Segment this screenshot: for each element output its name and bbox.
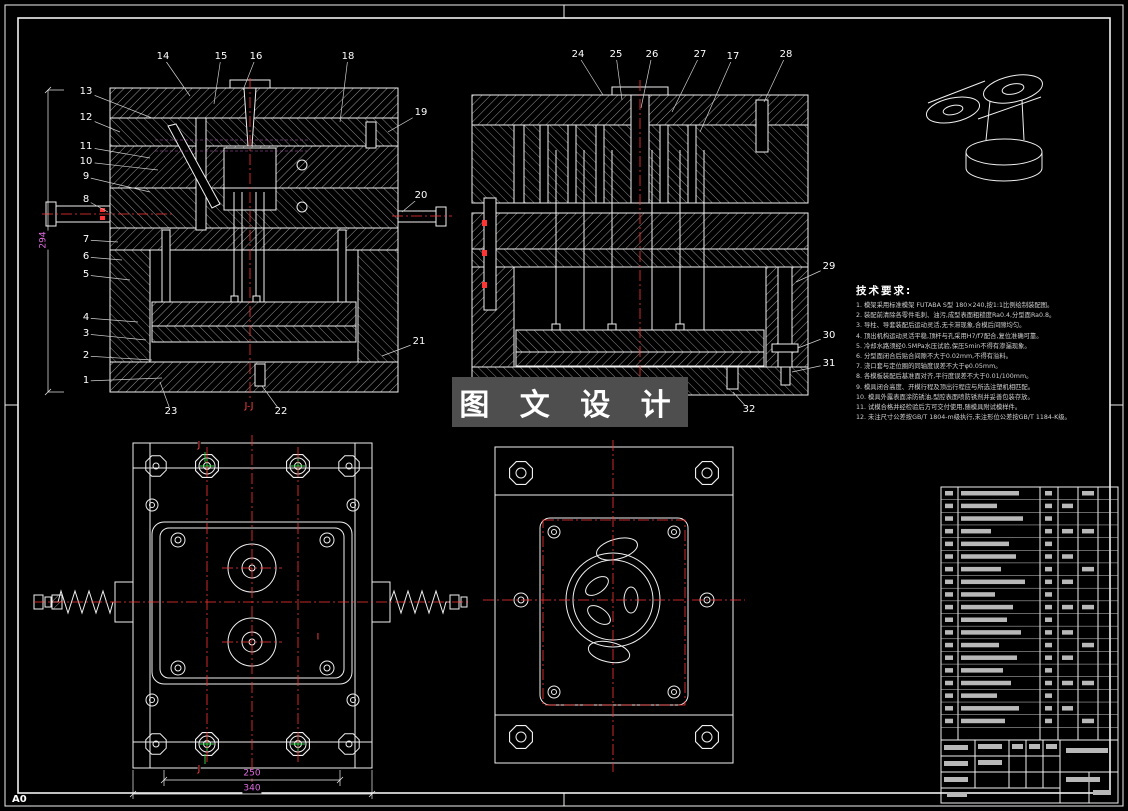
tech-requirement-item: 11. 试模合格并经检验后方可交付使用,随模具附试模样件。	[856, 403, 1022, 411]
title-block	[940, 486, 1119, 804]
isometric-part-view	[925, 74, 1043, 182]
plan-view-moving-half	[33, 435, 470, 799]
tech-requirement-item: 3. 导柱、导套装配后运动灵活,无卡滞现象,合模后间隙均匀。	[856, 322, 1026, 330]
tech-requirement-item: 8. 各模板装配后基准面对齐,平行度误差不大于0.01/100mm。	[856, 373, 1033, 381]
tech-requirement-item: 9. 模具闭合高度、开模行程及顶出行程应与所选注塑机相匹配。	[856, 383, 1035, 391]
side-section-view	[471, 80, 809, 412]
technical-requirements: 技术要求: 1. 模架采用标准模架 FUTABA S型 180×240,按1:1…	[856, 283, 1114, 423]
sheet-size-label: A0	[12, 794, 27, 805]
plan-view-fixed-half	[483, 440, 745, 772]
front-section-view	[42, 78, 452, 400]
tech-requirement-item: 6. 分型面闭合后贴合间隙不大于0.02mm,不得有溢料。	[856, 352, 1012, 360]
technical-requirements-title: 技术要求:	[856, 285, 913, 297]
bom-rows	[941, 491, 1118, 797]
tech-requirement-item: 2. 装配前清除各零件毛刺、油污,成型表面粗糙度Ra0.4,分型面Ra0.8。	[856, 312, 1056, 320]
watermark: 图 文 设 计	[452, 377, 688, 427]
tech-requirement-item: 1. 模架采用标准模架 FUTABA S型 180×240,按1:1比例绘制装配…	[856, 302, 1054, 309]
technical-requirements-list: 1. 模架采用标准模架 FUTABA S型 180×240,按1:1比例绘制装配…	[856, 301, 1114, 423]
tech-requirement-item: 12. 未注尺寸公差按GB/T 1804-m级执行,未注形位公差按GB/T 11…	[856, 414, 1071, 422]
tech-requirement-item: 4. 顶出机构运动灵活平稳,顶杆与孔采用H7/f7配合,复位准确可靠。	[856, 332, 1043, 340]
tech-requirement-item: 7. 浇口套与定位圈的同轴度误差不大于φ0.05mm。	[856, 363, 1002, 371]
drawing-frame	[4, 4, 1124, 807]
tech-requirement-item: 5. 冷却水路须经0.5MPa水压试验,保压5min不得有渗漏现象。	[856, 342, 1031, 350]
tech-requirement-item: 10. 模具外露表面涂防锈油,型腔表面喷防锈剂并妥善包装存放。	[856, 393, 1034, 401]
